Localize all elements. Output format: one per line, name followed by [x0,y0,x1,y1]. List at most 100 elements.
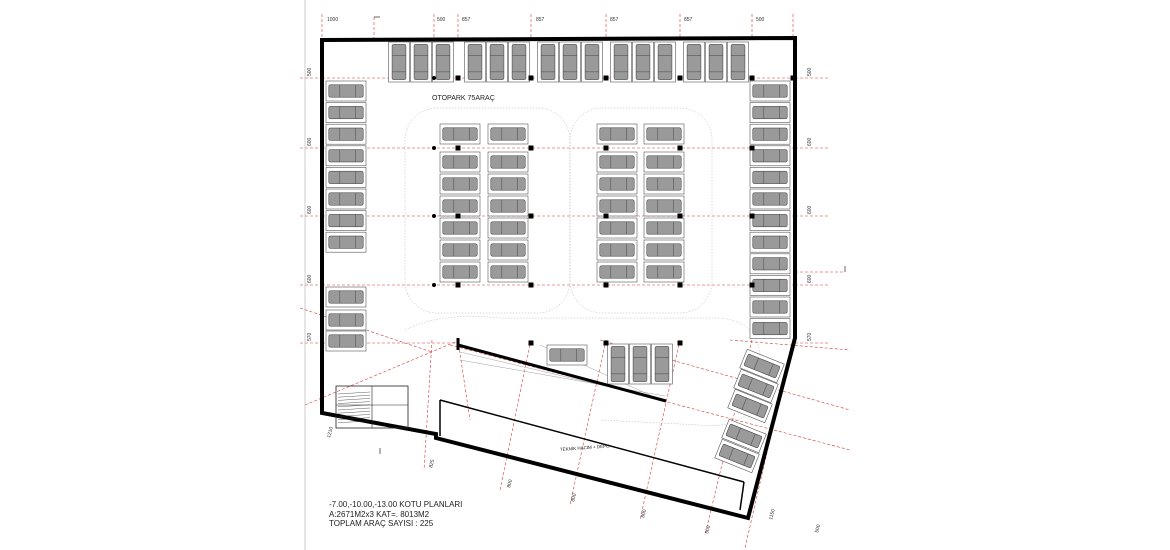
parking-stall [632,41,654,83]
parking-stall [749,318,791,339]
parking-stall [749,123,791,145]
parking-stall [610,41,632,83]
parking-stall [607,343,629,385]
parking-stall [325,145,367,167]
structural-column [677,282,683,288]
car-rear-window [743,453,749,466]
structural-column [528,340,534,346]
parking-stall [325,167,367,188]
parking-stall [487,217,529,239]
structural-column [603,213,609,219]
car-icon [657,44,673,80]
structural-column [749,213,755,219]
parking-title: OTOPARK 75ARAÇ [432,95,495,102]
parking-stall [749,167,791,188]
structural-column [320,214,324,218]
dimension-label: 500 [437,17,446,23]
info-line: A:2671M2x3 KAT=. 8013M2 [329,509,430,519]
car-windshield [753,357,759,370]
parking-stall [546,344,588,366]
structural-column [603,340,609,346]
car-rear-window [768,363,774,376]
dimension-label: 570 [807,332,813,341]
car-icon [752,170,788,184]
car-icon [490,199,526,213]
parking-stall [325,102,367,123]
structural-column [455,145,461,151]
parking-stall [325,286,367,308]
dimension-label: 600 [307,274,313,283]
car-icon [490,243,526,257]
stair-tread [337,407,371,411]
stair-tread [337,417,371,420]
structural-column [320,341,324,345]
parking-stall [654,41,676,83]
structural-column [455,213,461,219]
car-icon [490,265,526,279]
structural-column [677,340,683,346]
car-icon [646,243,682,257]
parking-stall [439,239,481,261]
aisle-ramp-path [404,316,761,426]
stair-tread [337,401,371,404]
structural-column [603,282,609,288]
car-windshield [728,447,734,460]
parking-stall [325,309,367,331]
car-icon [725,424,763,448]
parking-stall [643,173,685,195]
car-icon [442,127,478,141]
stair-tread [337,404,371,407]
structural-column [432,214,436,218]
structural-column [749,75,755,81]
dimension-label: 600 [807,274,813,283]
car-icon [328,84,364,98]
car-icon [511,44,527,80]
technical-room-wall [739,481,745,511]
parking-stall [325,210,367,231]
parking-stall [325,123,367,145]
parking-stall [464,41,486,83]
parking-stall [559,41,581,83]
parking-stall [487,151,529,173]
parking-stall [596,239,638,261]
dimension-label: 825 [428,459,436,469]
structural-column [320,76,324,80]
parking-stall [721,418,767,454]
parking-stall [487,261,529,283]
car-icon [599,265,635,279]
car-icon [646,221,682,235]
grid-line [569,339,607,506]
car-icon [646,155,682,169]
parking-stall [325,330,367,352]
stair-tread [337,420,371,423]
parking-stall [643,151,685,173]
parking-stall [683,41,705,83]
car-icon [752,322,788,336]
car-icon [632,346,648,382]
parking-stall [749,253,791,275]
car-icon [599,243,635,257]
stair-core [335,385,409,429]
structural-column [790,75,796,81]
ramp-wall [457,343,667,403]
car-icon [562,44,578,80]
parking-stall [325,188,367,210]
car-icon [442,155,478,169]
structural-column [432,76,436,80]
structural-column [603,75,609,81]
car-icon [467,44,483,80]
structural-column [432,283,436,287]
parking-stall [508,41,530,83]
parking-stall [749,296,791,318]
parking-stall [596,151,638,173]
technical-room-wall [439,399,745,483]
parking-stall [486,41,508,83]
grid-line [729,339,851,351]
car-rear-window [762,383,768,396]
car-icon [328,149,364,163]
parking-stall [749,188,791,210]
parking-stall [487,173,529,195]
car-icon [442,177,478,191]
car-icon [391,44,407,80]
